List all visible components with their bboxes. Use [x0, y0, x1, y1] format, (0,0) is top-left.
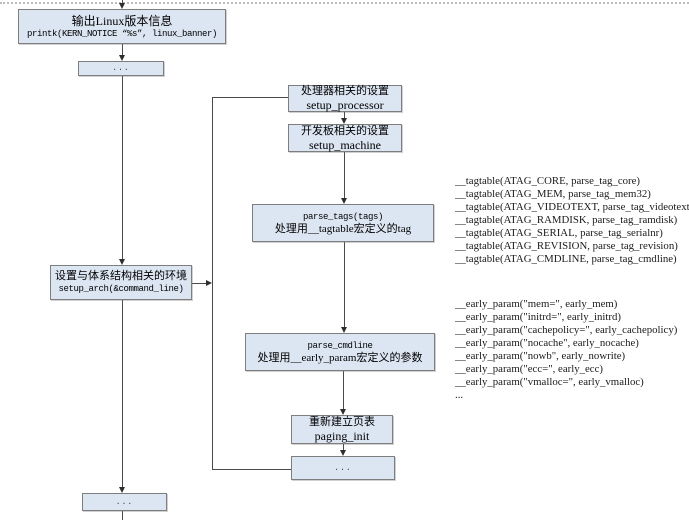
- tagtable-annotation-list: __tagtable(ATAG_CORE, parse_tag_core) __…: [455, 175, 689, 266]
- node-print-linux-banner: 输出Linux版本信息 printk(KERN_NOTICE “%s”, lin…: [18, 9, 226, 44]
- dotted-page-rule: [0, 2, 689, 4]
- connector-ellipsis-to-setup-arch: [122, 76, 123, 260]
- arrowhead-into-setup-machine: [341, 118, 347, 124]
- node-setup-machine-code: setup_machine: [309, 137, 381, 152]
- node-ellipsis-right-label: ...: [334, 463, 352, 473]
- tagtable-annotation-line: __tagtable(ATAG_CMDLINE, parse_tag_cmdli…: [455, 253, 677, 265]
- early-param-annotation-line: __early_param("nocache", early_nocache): [455, 337, 639, 349]
- early-param-annotation-line: __early_param("cachepolicy=", early_cach…: [455, 324, 678, 336]
- tagtable-annotation-line: __tagtable(ATAG_VIDEOTEXT, parse_tag_vid…: [455, 201, 689, 213]
- connector-bottom-exit: [122, 511, 123, 520]
- node-parse-tags-code: parse_tags(tags): [302, 211, 383, 222]
- node-setup-processor-title: 处理器相关的设置: [301, 85, 389, 97]
- node-paging-init: 重新建立页表 paging_init: [291, 415, 393, 444]
- connector-banner-to-ellipsis: [122, 44, 123, 56]
- node-setup-processor-code: setup_processor: [306, 98, 384, 112]
- node-paging-init-title: 重新建立页表: [309, 416, 375, 428]
- connector-parse-tags-to-parse-cmdline: [344, 242, 345, 327]
- early-param-annotation-more: ...: [455, 389, 464, 401]
- tagtable-annotation-line: __tagtable(ATAG_MEM, parse_tag_mem32): [455, 188, 651, 200]
- node-ellipsis-bottom: ...: [82, 493, 167, 511]
- arrowhead-into-ellipsis-bottom: [119, 487, 125, 493]
- tagtable-annotation-line: __tagtable(ATAG_SERIAL, parse_tag_serial…: [455, 227, 663, 239]
- early-param-annotation-line: __early_param("ecc=", early_ecc): [455, 363, 603, 375]
- connector-processor-to-machine: [344, 112, 345, 119]
- node-ellipsis-top-label: ...: [112, 64, 130, 73]
- arrowhead-into-paging-init: [340, 409, 346, 415]
- node-setup-arch-title: 设置与体系结构相关的环境: [55, 270, 187, 282]
- node-print-linux-banner-title: 输出Linux版本信息: [71, 13, 173, 28]
- node-parse-tags: parse_tags(tags) 处理用__tagtable宏定义的tag: [252, 204, 434, 242]
- node-ellipsis-top: ...: [78, 61, 164, 76]
- early-param-annotation-list: __early_param("mem=", early_mem) __early…: [455, 298, 677, 402]
- arrowhead-into-ellipsis-right: [340, 450, 346, 456]
- node-ellipsis-right: ...: [291, 456, 395, 480]
- tagtable-annotation-line: __tagtable(ATAG_REVISION, parse_tag_revi…: [455, 240, 678, 252]
- arrowhead-into-banner: [119, 3, 125, 9]
- connector-setup-arch-to-ellipsis-bottom: [122, 300, 123, 488]
- connector-trunk-to-setup-processor: [212, 97, 288, 98]
- early-param-annotation-line: __early_param("mem=", early_mem): [455, 298, 618, 310]
- connector-setup-arch-to-trunk: [192, 283, 207, 284]
- tagtable-annotation-line: __tagtable(ATAG_RAMDISK, parse_tag_ramdi…: [455, 214, 678, 226]
- node-setup-arch-code: setup_arch(&command_line): [58, 284, 184, 294]
- early-param-annotation-line: __early_param("nowb", early_nowrite): [455, 350, 626, 362]
- connector-parse-cmdline-to-paging-init: [343, 371, 344, 409]
- node-setup-processor: 处理器相关的设置 setup_processor: [288, 85, 402, 112]
- connector-paging-init-to-ellipsis-right: [343, 444, 344, 451]
- tagtable-annotation-line: __tagtable(ATAG_CORE, parse_tag_core): [455, 175, 641, 187]
- node-ellipsis-bottom-label: ...: [115, 497, 134, 507]
- arrowhead-into-setup-arch: [119, 259, 125, 265]
- connector-machine-to-parse-tags: [344, 152, 345, 198]
- arrowhead-into-parse-cmdline: [341, 327, 347, 333]
- node-parse-cmdline-title: 处理用__early_param宏定义的参数: [257, 351, 423, 364]
- connector-trunk-to-ellipsis-right: [212, 469, 291, 470]
- node-setup-machine-title: 开发板相关的设置: [301, 124, 389, 137]
- connector-top-entry: [122, 0, 123, 5]
- node-print-linux-banner-code: printk(KERN_NOTICE “%s”, linux_banner): [26, 28, 218, 39]
- trunk-vertical-line: [212, 97, 213, 469]
- node-parse-cmdline-code: parse_cmdline: [307, 340, 373, 351]
- node-paging-init-code: paging_init: [314, 429, 370, 443]
- node-setup-arch: 设置与体系结构相关的环境 setup_arch(&command_line): [50, 265, 192, 300]
- node-setup-machine: 开发板相关的设置 setup_machine: [288, 124, 402, 152]
- early-param-annotation-line: __early_param("vmalloc=", early_vmalloc): [455, 376, 644, 388]
- arrowhead-into-parse-tags: [341, 198, 347, 204]
- node-parse-cmdline: parse_cmdline 处理用__early_param宏定义的参数: [245, 333, 435, 371]
- early-param-annotation-line: __early_param("initrd=", early_initrd): [455, 311, 622, 323]
- arrowhead-into-ellipsis-top: [119, 55, 125, 61]
- node-parse-tags-title: 处理用__tagtable宏定义的tag: [274, 222, 412, 235]
- arrowhead-into-trunk: [206, 280, 212, 286]
